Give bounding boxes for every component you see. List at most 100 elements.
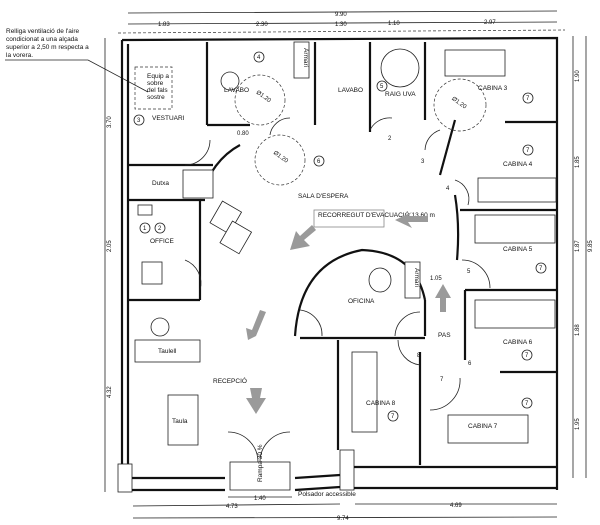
svg-text:1.10: 1.10 — [388, 21, 400, 27]
svg-text:4: 4 — [257, 55, 261, 61]
svg-text:2.97: 2.97 — [484, 20, 496, 26]
svg-text:CABINA 6: CABINA 6 — [503, 339, 533, 346]
svg-text:0.80: 0.80 — [237, 131, 249, 137]
svg-text:CABINA 8: CABINA 8 — [366, 400, 396, 407]
svg-text:OFICINA: OFICINA — [348, 298, 375, 305]
svg-text:Ø1.20: Ø1.20 — [255, 90, 272, 105]
svg-text:1.05: 1.05 — [430, 276, 442, 282]
callout-3: 3 — [133, 114, 145, 126]
svg-text:OFFICE: OFFICE — [150, 238, 174, 245]
svg-text:Dutxa: Dutxa — [152, 180, 169, 187]
svg-text:Equip a: Equip a — [147, 73, 169, 80]
callout-7: 7 — [535, 262, 547, 274]
svg-text:Ø1.20: Ø1.20 — [272, 150, 289, 165]
svg-text:Ø1.20: Ø1.20 — [450, 96, 467, 111]
svg-text:9.90: 9.90 — [335, 12, 347, 18]
svg-text:8: 8 — [417, 353, 421, 359]
svg-text:2.30: 2.30 — [256, 22, 268, 28]
svg-text:RECEPCIÓ: RECEPCIÓ — [213, 376, 247, 385]
svg-text:2: 2 — [388, 136, 392, 142]
svg-text:RAIG UVA: RAIG UVA — [385, 91, 416, 98]
svg-text:1.83: 1.83 — [158, 22, 170, 28]
svg-text:6: 6 — [317, 159, 321, 165]
svg-text:7: 7 — [526, 96, 530, 102]
callout-7: 7 — [387, 410, 399, 422]
svg-text:Taula: Taula — [172, 418, 188, 425]
svg-text:7: 7 — [526, 148, 530, 154]
svg-text:7: 7 — [440, 377, 444, 383]
svg-text:7: 7 — [539, 266, 543, 272]
svg-text:3: 3 — [421, 159, 425, 165]
svg-text:VESTUARI: VESTUARI — [152, 115, 185, 122]
svg-text:LAVABO: LAVABO — [224, 87, 249, 94]
svg-text:Rampa 30 %: Rampa 30 % — [257, 444, 264, 482]
svg-text:sobre: sobre — [147, 80, 164, 87]
svg-text:7: 7 — [525, 401, 529, 407]
svg-text:9.74: 9.74 — [337, 516, 349, 522]
svg-text:9.85: 9.85 — [588, 240, 594, 252]
svg-text:PAS: PAS — [438, 332, 451, 339]
svg-text:1.87: 1.87 — [575, 240, 581, 252]
svg-text:4.73: 4.73 — [226, 504, 238, 510]
svg-text:1.85: 1.85 — [575, 156, 581, 168]
svg-text:CABINA 3: CABINA 3 — [478, 85, 508, 92]
evacuation-arrow — [246, 388, 266, 414]
dimensions-right: 1.90 1.85 1.87 1.88 1.95 9.85 — [572, 36, 594, 478]
svg-text:1.88: 1.88 — [575, 324, 581, 336]
dimensions-left: 3.70 2.05 4.32 — [104, 38, 113, 492]
callouts: 1 2 3 4 5 6 7 7 7 7 7 7 — [133, 51, 547, 422]
room-labels: VESTUARI Dutxa LAVABO LAVABO RAIG UVA CA… — [150, 85, 533, 498]
svg-text:3.70: 3.70 — [107, 116, 113, 128]
evacuation-arrow — [435, 284, 451, 312]
callout-5: 5 — [376, 80, 388, 92]
svg-text:7: 7 — [391, 414, 395, 420]
svg-text:CABINA 7: CABINA 7 — [468, 423, 498, 430]
svg-text:5: 5 — [467, 269, 471, 275]
svg-text:1.30: 1.30 — [335, 22, 347, 28]
svg-text:superior a 2,50 m respecta a: superior a 2,50 m respecta a — [6, 44, 89, 51]
evacuation-route: RECORREGUT D'EVACUACIÓ 13,60 m — [246, 209, 451, 414]
callout-4: 4 — [253, 51, 265, 63]
svg-text:4.69: 4.69 — [450, 503, 462, 509]
svg-text:7: 7 — [525, 353, 529, 359]
dimensions-top: 9.90 1.83 2.30 1.30 1.10 2.97 — [117, 10, 566, 34]
callout-2: 2 — [154, 222, 166, 234]
dimensions-bottom: 1.40 4.73 4.69 9.74 — [132, 496, 558, 522]
svg-text:1.40: 1.40 — [254, 496, 266, 502]
svg-text:sostre: sostre — [147, 94, 165, 101]
callout-1: 1 — [139, 222, 151, 234]
svg-text:4.32: 4.32 — [107, 386, 113, 398]
svg-text:Armari: Armari — [413, 268, 420, 287]
svg-text:CABINA 4: CABINA 4 — [503, 161, 533, 168]
svg-text:2.05: 2.05 — [107, 240, 113, 252]
furniture: Armari Armari Equip a sobre del fals sos… — [134, 41, 557, 491]
exterior-walls — [117, 36, 559, 493]
svg-text:Armari: Armari — [302, 48, 309, 67]
svg-text:RECORREGUT D'EVACUACIÓ 13,60 m: RECORREGUT D'EVACUACIÓ 13,60 m — [318, 210, 435, 219]
callout-7: 7 — [521, 397, 533, 409]
svg-text:Relliga ventilació de l'aire: Relliga ventilació de l'aire — [6, 28, 80, 35]
svg-text:la vorera.: la vorera. — [6, 52, 33, 59]
svg-text:Taulell: Taulell — [158, 348, 177, 355]
svg-text:1.90: 1.90 — [575, 70, 581, 82]
svg-text:1: 1 — [143, 226, 147, 232]
svg-text:5: 5 — [380, 84, 384, 90]
callout-7: 7 — [522, 144, 534, 156]
svg-text:3: 3 — [137, 118, 141, 124]
svg-text:SALA D'ESPERA: SALA D'ESPERA — [298, 193, 349, 200]
evacuation-arrow — [395, 212, 428, 228]
svg-text:Polsador accessible: Polsador accessible — [298, 491, 356, 498]
svg-text:1.95: 1.95 — [575, 418, 581, 430]
evacuation-arrow — [290, 225, 316, 250]
svg-text:CABINA 5: CABINA 5 — [503, 246, 533, 253]
evacuation-arrow — [246, 310, 266, 340]
svg-text:2: 2 — [158, 226, 162, 232]
svg-text:6: 6 — [468, 361, 472, 367]
doors — [184, 117, 491, 463]
callout-6: 6 — [313, 155, 325, 167]
svg-text:del fals: del fals — [147, 87, 168, 94]
callout-7: 7 — [521, 349, 533, 361]
ventilation-note: Relliga ventilació de l'aire condicionat… — [5, 28, 149, 93]
svg-text:condicionat a una alçada: condicionat a una alçada — [6, 36, 78, 43]
